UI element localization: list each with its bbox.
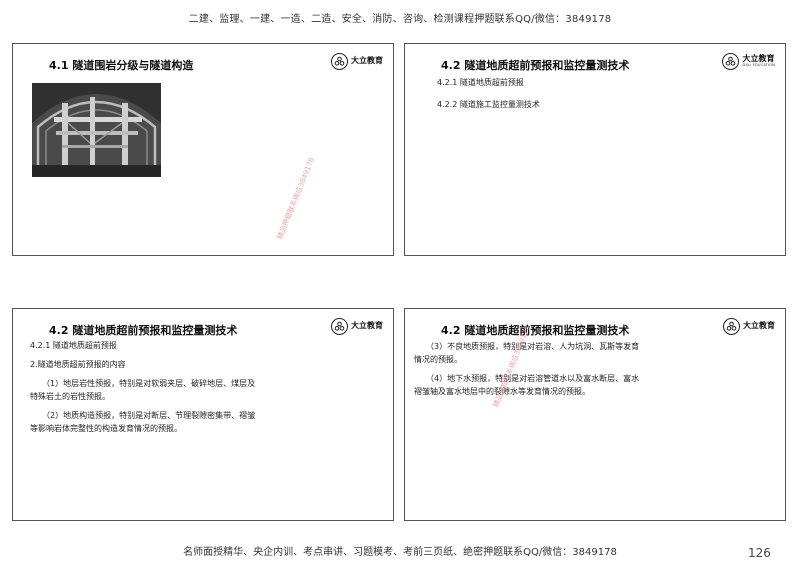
dali-logo-mark-icon bbox=[331, 317, 348, 335]
sub-heading: 2.隧道地质超前预报的内容 bbox=[30, 360, 126, 369]
logo-name: 大立教育 bbox=[742, 53, 775, 63]
slide-title: 4.2 隧道地质超前预报和监控量测技术 bbox=[441, 59, 630, 72]
dali-logo: 大立教育 bbox=[331, 315, 383, 337]
footer-banner: 名师面授精华、央企内训、考点串讲、习题模考、考前三页纸、绝密押题联系QQ/微信：… bbox=[183, 547, 617, 558]
slide-body: 4.2.1 隧道地质超前预报 4.2.2 隧道施工监控量测技术 bbox=[437, 76, 540, 111]
slide-title: 4.1 隧道围岩分级与隧道构造 bbox=[49, 59, 194, 72]
outline-item: 4.2.1 隧道地质超前预报 bbox=[437, 78, 524, 87]
slide-4-1-surrounding-rock: 4.1 隧道围岩分级与隧道构造 大立教育 bbox=[12, 43, 394, 256]
dali-logo: 大立教育 DALI EDUCATION bbox=[722, 50, 775, 72]
watermark-text: 精品押题联系微信3849178 bbox=[275, 156, 317, 241]
paragraph-line: （1）地层岩性预报，特别是对软弱夹层、破碎地层、煤层及 bbox=[42, 379, 256, 388]
dali-logo-mark-icon bbox=[331, 52, 348, 70]
logo-name-en: DALI EDUCATION bbox=[742, 62, 775, 67]
slide-body: 4.2.1 隧道地质超前预报 2.隧道地质超前预报的内容 （1）地层岩性预报，特… bbox=[30, 339, 255, 435]
dali-logo: 大立教育 bbox=[331, 50, 383, 72]
logo-name: 大立教育 bbox=[351, 56, 383, 65]
dali-logo-mark-icon bbox=[722, 52, 740, 70]
section-heading: 4.2.1 隧道地质超前预报 bbox=[30, 341, 117, 350]
paragraph-line: （4）地下水预报，特别是对岩溶管道水以及富水断层、富水 bbox=[426, 374, 640, 383]
logo-name: 大立教育 bbox=[743, 321, 775, 330]
dali-logo: 大立教育 bbox=[723, 315, 775, 337]
slide-4-2-forecast-content-1: 4.2 隧道地质超前预报和监控量测技术 大立教育 4.2.1 隧道地质超前预报 … bbox=[12, 308, 394, 521]
page-number: 126 bbox=[748, 546, 771, 560]
paragraph-line: 等影响岩体完整性的构造发育情况的预报。 bbox=[30, 424, 182, 433]
slide-body: （3）不良地质预报，特别是对岩溶、人为坑洞、瓦斯等发育 情况的预报。 （4）地下… bbox=[414, 340, 639, 398]
paragraph-line: 特殊岩土的岩性预报。 bbox=[30, 392, 110, 401]
outline-item: 4.2.2 隧道施工监控量测技术 bbox=[437, 100, 540, 109]
header-banner: 二建、监理、一建、一造、二造、安全、消防、咨询、检测课程押题联系QQ/微信：38… bbox=[188, 14, 612, 25]
slide-title: 4.2 隧道地质超前预报和监控量测技术 bbox=[441, 324, 630, 337]
paragraph-line: （3）不良地质预报，特别是对岩溶、人为坑洞、瓦斯等发育 bbox=[426, 342, 640, 351]
logo-name: 大立教育 bbox=[351, 321, 383, 330]
dali-logo-mark-icon bbox=[723, 317, 740, 335]
tunnel-construction-photo bbox=[32, 83, 161, 177]
paragraph-line: 褶皱轴及富水地层中的裂隙水等发育情况的预报。 bbox=[414, 387, 590, 396]
slide-4-2-overview: 4.2 隧道地质超前预报和监控量测技术 大立教育 DALI EDUCATION … bbox=[404, 43, 786, 256]
paragraph-line: （2）地质构造预报，特别是对断层、节理裂隙密集带、褶皱 bbox=[42, 411, 256, 420]
paragraph-line: 情况的预报。 bbox=[414, 355, 462, 364]
slide-title: 4.2 隧道地质超前预报和监控量测技术 bbox=[49, 324, 238, 337]
slide-4-2-forecast-content-2: 4.2 隧道地质超前预报和监控量测技术 大立教育 （3）不良地质预报，特别是对岩… bbox=[404, 308, 786, 521]
